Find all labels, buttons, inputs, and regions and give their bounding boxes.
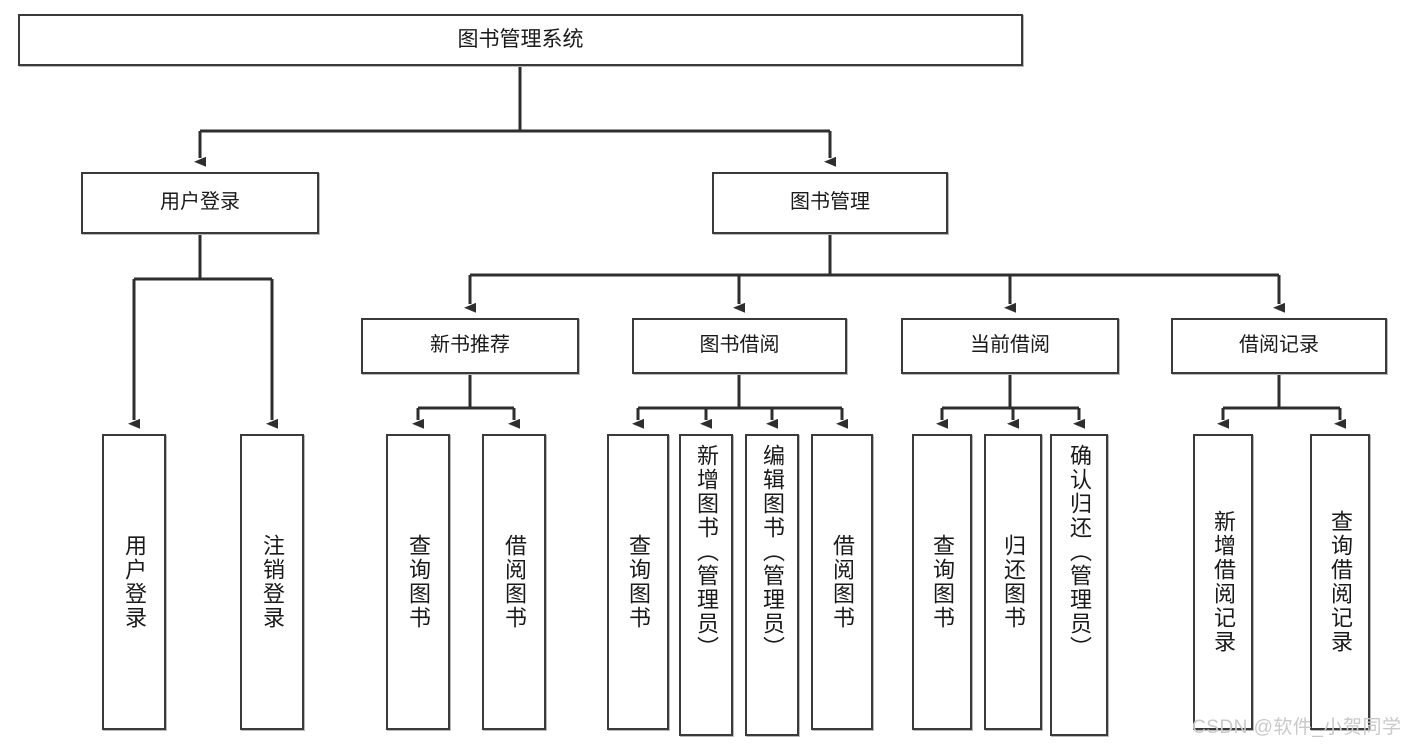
leaf-query-book-current[interactable]: 查询图书	[912, 434, 972, 730]
leaf-confirm-return-admin-label: 确认归还（管理员）	[1067, 444, 1092, 660]
node-borrow-records-label: 借阅记录	[1239, 334, 1319, 357]
leaf-add-borrow-record[interactable]: 新增借阅记录	[1193, 434, 1253, 730]
leaf-query-borrow-record[interactable]: 查询借阅记录	[1310, 434, 1370, 730]
leaf-query-book-borrow-label: 查询图书	[626, 534, 651, 630]
leaf-lend-book-label: 借阅图书	[830, 534, 855, 630]
leaf-query-book-current-label: 查询图书	[930, 534, 955, 630]
leaf-add-borrow-record-label: 新增借阅记录	[1211, 510, 1236, 654]
leaf-query-book-recommend-label: 查询图书	[406, 534, 431, 630]
watermark: CSDN @软件_小贺同学	[1192, 717, 1402, 738]
leaf-return-book-label: 归还图书	[1001, 534, 1026, 630]
leaf-edit-book-admin[interactable]: 编辑图书（管理员）	[745, 434, 799, 736]
node-root[interactable]: 图书管理系统	[18, 14, 1023, 66]
node-new-book-recommend[interactable]: 新书推荐	[361, 318, 579, 374]
node-book-borrow[interactable]: 图书借阅	[632, 318, 847, 374]
leaf-add-book-admin-label: 新增图书（管理员）	[694, 444, 719, 660]
node-current-borrow-label: 当前借阅	[970, 334, 1050, 357]
node-user-login-label: 用户登录	[160, 191, 240, 214]
node-user-login[interactable]: 用户登录	[81, 172, 319, 234]
leaf-confirm-return-admin[interactable]: 确认归还（管理员）	[1050, 434, 1108, 736]
leaf-borrow-book-recommend-label: 借阅图书	[502, 534, 527, 630]
node-book-management-label: 图书管理	[790, 191, 870, 214]
leaf-user-login-label: 用户登录	[122, 534, 147, 630]
node-new-book-recommend-label: 新书推荐	[430, 334, 510, 357]
node-book-management[interactable]: 图书管理	[712, 172, 948, 234]
leaf-user-login[interactable]: 用户登录	[102, 434, 166, 730]
leaf-lend-book[interactable]: 借阅图书	[811, 434, 873, 730]
node-borrow-records[interactable]: 借阅记录	[1171, 318, 1387, 374]
leaf-add-book-admin[interactable]: 新增图书（管理员）	[679, 434, 733, 736]
leaf-query-book-recommend[interactable]: 查询图书	[386, 434, 450, 730]
leaf-query-borrow-record-label: 查询借阅记录	[1328, 510, 1353, 654]
node-current-borrow[interactable]: 当前借阅	[901, 318, 1119, 374]
node-root-label: 图书管理系统	[457, 27, 584, 51]
leaf-logout-label: 注销登录	[260, 534, 285, 630]
leaf-query-book-borrow[interactable]: 查询图书	[607, 434, 669, 730]
node-book-borrow-label: 图书借阅	[699, 334, 780, 357]
leaf-return-book[interactable]: 归还图书	[984, 434, 1042, 730]
leaf-logout[interactable]: 注销登录	[240, 434, 304, 730]
leaf-borrow-book-recommend[interactable]: 借阅图书	[482, 434, 546, 730]
leaf-edit-book-admin-label: 编辑图书（管理员）	[760, 444, 785, 660]
